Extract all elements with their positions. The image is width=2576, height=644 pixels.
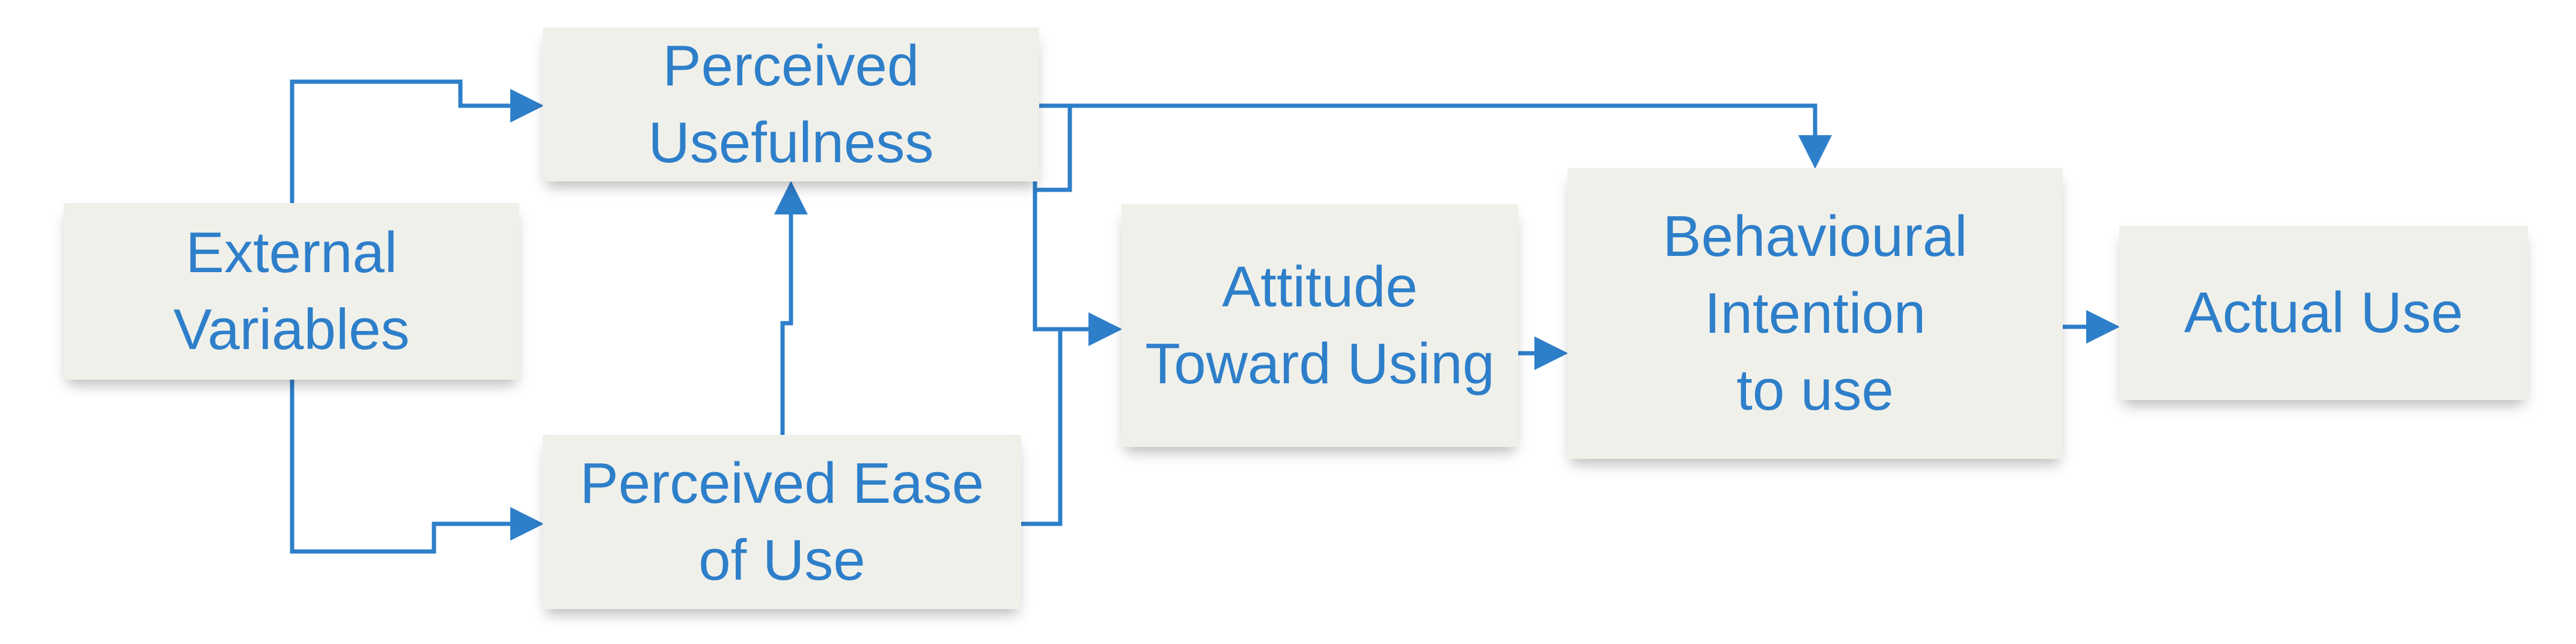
actual-use-label: Actual Use: [2184, 281, 2464, 345]
perceived-ease-of-use-label: Perceived Ease of Use: [579, 451, 984, 592]
attitude-toward-using-box: Attitude Toward Using: [1122, 204, 1518, 447]
perceived-usefulness-label: Perceived Usefulness: [648, 34, 934, 175]
attitude-toward-using-label: Attitude Toward Using: [1145, 255, 1495, 396]
connector-usefulness-to-intention: [1035, 103, 1815, 190]
external-variables-box: External Variables: [64, 203, 519, 380]
external-variables-label: External Variables: [173, 220, 410, 362]
behavioural-intention-box: Behavioural Intention to use: [1567, 168, 2063, 459]
perceived-ease-of-use-box: Perceived Ease of Use: [543, 435, 1021, 609]
connector-ease-to-attitude: [1021, 312, 1122, 526]
connector-external-to-ease: [290, 380, 544, 554]
connector-ease-to-usefulness: [774, 181, 808, 435]
perceived-usefulness-box: Perceived Usefulness: [543, 28, 1039, 181]
connector-external-to-usefulness: [290, 79, 544, 203]
actual-use-box: Actual Use: [2119, 226, 2528, 400]
behavioural-intention-label: Behavioural Intention to use: [1662, 204, 1968, 422]
connector-usefulness-to-attitude: [1033, 181, 1122, 346]
